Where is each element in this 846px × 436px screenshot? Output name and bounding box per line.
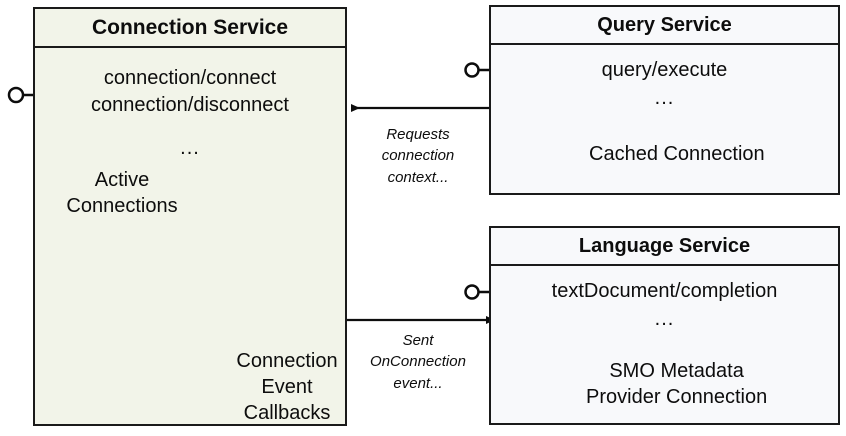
- component-connection-service[interactable]: Connection Service connection/connect co…: [33, 7, 347, 426]
- connection-event-callbacks-label: Connection Event Callbacks: [212, 348, 362, 426]
- query-service-title: Query Service: [491, 7, 838, 45]
- language-service-operations-ellipsis: ...: [654, 308, 675, 330]
- edge-label-requests-line3: context...: [387, 168, 449, 186]
- callbacks-label-line3: Callbacks: [243, 402, 331, 424]
- component-language-service[interactable]: Language Service textDocument/completion…: [489, 226, 840, 425]
- component-query-service[interactable]: Query Service query/execute ... Cached C…: [489, 5, 840, 195]
- connection-service-operations-ellipsis: ...: [180, 137, 200, 159]
- active-connections-label-line1: Active: [94, 169, 150, 191]
- edge-label-requests-line1: Requests: [386, 126, 450, 143]
- operation-connection-disconnect[interactable]: connection/disconnect: [91, 93, 289, 116]
- connection-service-operations: connection/connect connection/disconnect: [35, 65, 345, 118]
- cached-connection-artifact: Cached Connection: [589, 141, 765, 167]
- smo-metadata-provider-label: SMO Metadata Provider Connection: [586, 358, 767, 410]
- active-connections-label-line2: Connections: [66, 195, 178, 217]
- language-service-title: Language Service: [491, 228, 838, 266]
- callbacks-label-line2: Event: [261, 376, 313, 398]
- language-service-operations: textDocument/completion: [491, 278, 838, 305]
- smo-metadata-label-line2: Provider Connection: [586, 386, 768, 408]
- edge-label-sent-line2: OnConnection: [370, 353, 466, 371]
- edge-label-sent-line3: event...: [393, 374, 443, 392]
- connection-service-internals: Active Connections Connection Event Call…: [35, 48, 345, 424]
- smo-metadata-label-line1: SMO Metadata: [609, 360, 744, 382]
- connection-service-title: Connection Service: [35, 9, 345, 48]
- edge-label-sent-onconnection-event: Sent OnConnection event...: [355, 330, 481, 394]
- query-service-operations-ellipsis: ...: [654, 87, 675, 109]
- query-service-operations: query/execute: [491, 57, 838, 84]
- edge-label-sent-line1: Sent: [402, 332, 434, 349]
- operation-connection-connect[interactable]: connection/connect: [103, 67, 277, 89]
- active-connections-label: Active Connections: [47, 167, 197, 219]
- callbacks-label-line1: Connection: [236, 350, 338, 372]
- edge-label-requests-line2: connection: [381, 147, 455, 165]
- smo-metadata-provider-artifact: SMO Metadata Provider Connection: [586, 358, 767, 410]
- edge-label-requests-connection-context: Requests connection context...: [355, 124, 481, 188]
- operation-query-execute[interactable]: query/execute: [601, 59, 728, 81]
- cached-connection-label: Cached Connection: [589, 143, 765, 165]
- operation-textdocument-completion[interactable]: textDocument/completion: [551, 280, 778, 302]
